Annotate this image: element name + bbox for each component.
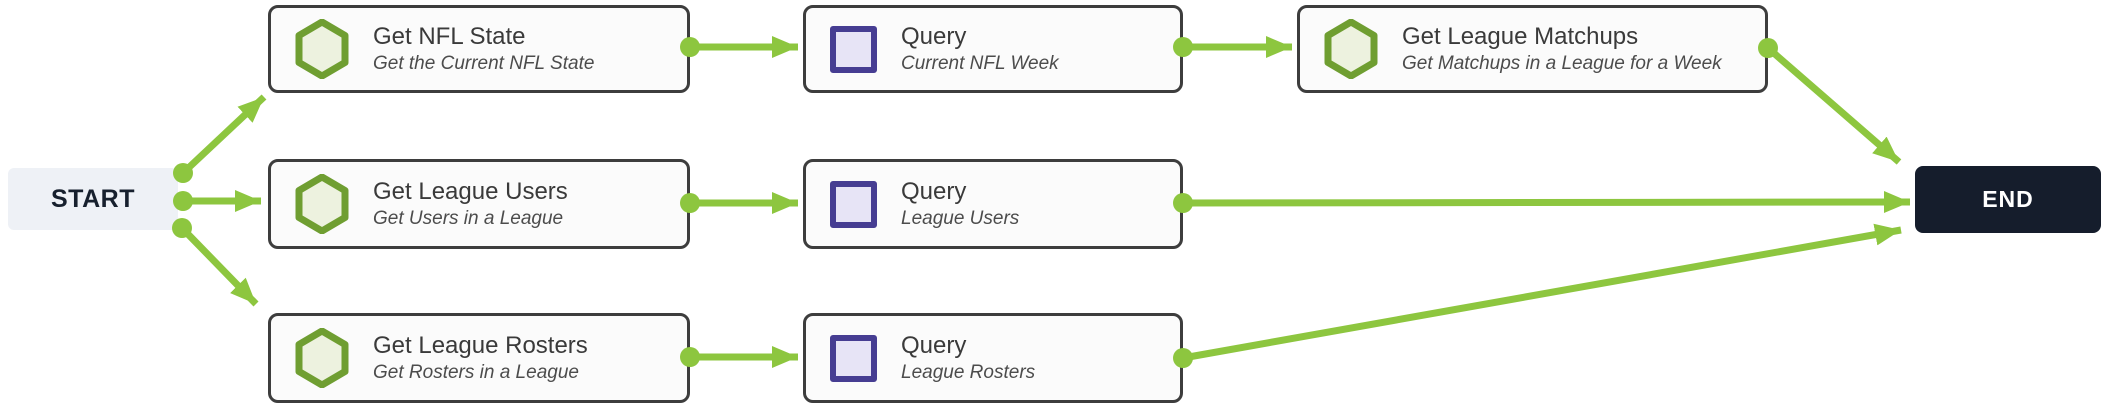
node-text: Get League Rosters Get Rosters in a Leag… — [373, 332, 588, 385]
edge-query-league-rosters-to-end — [1182, 223, 1902, 362]
node-subtitle: Get Rosters in a League — [373, 361, 579, 383]
node-title: Get NFL State — [373, 22, 526, 50]
node-get-nfl-state[interactable]: Get NFL State Get the Current NFL State — [268, 5, 690, 93]
start-node[interactable]: START — [8, 168, 178, 230]
node-subtitle: League Users — [901, 207, 1020, 229]
edge-get-league-matchups-to-end — [1765, 45, 1902, 165]
node-text: Get NFL State Get the Current NFL State — [373, 23, 594, 76]
hexagon-action-icon — [295, 19, 349, 79]
node-title: Query — [901, 22, 967, 50]
end-node-label: END — [1982, 186, 2034, 212]
node-get-league-users[interactable]: Get League Users Get Users in a League — [268, 159, 690, 249]
node-query-league-users[interactable]: Query League Users — [803, 159, 1183, 249]
edge-start-to-get-league-rosters — [179, 225, 259, 307]
start-node-label: START — [51, 184, 135, 213]
node-subtitle: Get Users in a League — [373, 207, 564, 229]
node-title: Get League Matchups — [1402, 22, 1639, 50]
node-get-league-rosters[interactable]: Get League Rosters Get Rosters in a Leag… — [268, 313, 690, 403]
node-title: Get League Users — [373, 177, 568, 205]
node-subtitle: Get the Current NFL State — [373, 52, 595, 74]
node-title: Get League Rosters — [373, 331, 588, 359]
node-text: Query League Rosters — [901, 332, 1035, 385]
hexagon-action-icon — [295, 174, 349, 234]
edge-query-league-users-to-end — [1182, 191, 1911, 214]
node-text: Query League Users — [901, 178, 1019, 231]
node-text: Get League Users Get Users in a League — [373, 178, 568, 231]
node-subtitle: Get Matchups in a League for a Week — [1402, 52, 1722, 74]
node-subtitle: Current NFL Week — [901, 52, 1059, 74]
query-square-icon — [830, 25, 877, 73]
hexagon-action-icon — [295, 328, 349, 388]
node-title: Query — [901, 177, 967, 205]
node-query-current-nfl-week[interactable]: Query Current NFL Week — [803, 5, 1183, 93]
node-text: Get League Matchups Get Matchups in a Le… — [1402, 23, 1722, 76]
node-query-league-rosters[interactable]: Query League Rosters — [803, 313, 1183, 403]
edge-start-to-get-nfl-state — [180, 94, 267, 176]
end-node[interactable]: END — [1915, 166, 2101, 233]
node-title: Query — [901, 331, 967, 359]
node-get-league-matchups[interactable]: Get League Matchups Get Matchups in a Le… — [1297, 5, 1768, 93]
node-text: Query Current NFL Week — [901, 23, 1059, 76]
query-square-icon — [830, 180, 877, 228]
hexagon-action-icon — [1324, 19, 1378, 79]
query-square-icon — [830, 334, 877, 382]
node-subtitle: League Rosters — [901, 361, 1036, 383]
